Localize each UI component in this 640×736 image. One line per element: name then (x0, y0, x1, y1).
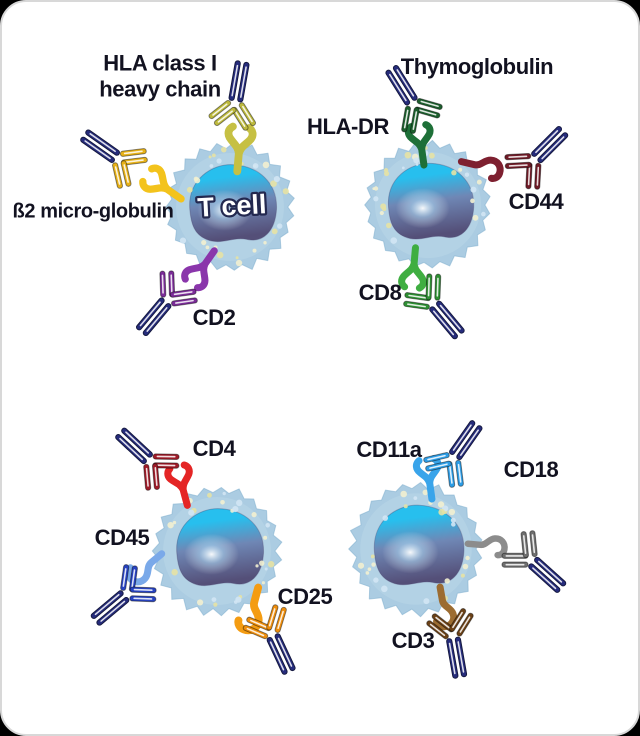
antibody-hla-class-1 (208, 60, 257, 131)
antibody-b2-micro-globulin (80, 129, 148, 189)
antibody-cd3 (426, 608, 474, 679)
antibody-hla-dr (385, 65, 443, 134)
t-cell-2 (364, 139, 491, 269)
antibody-cd11a (423, 420, 483, 488)
receptor-cd4 (164, 461, 193, 509)
receptor-hla-class-1 (224, 122, 257, 176)
t-cell-1: T cell (165, 141, 295, 271)
t-cell-label: T cell (197, 189, 268, 223)
antibody-cd18 (501, 530, 567, 593)
antibody-cd45 (90, 564, 157, 626)
receptor-cd18 (464, 535, 508, 559)
receptor-cd8 (398, 244, 427, 292)
antibody-cd8 (403, 273, 465, 340)
antibody-cd44 (504, 126, 569, 190)
t-cell-3 (151, 487, 283, 617)
receptor-b2-micro-globulin (139, 164, 185, 203)
receptor-hla-dr (404, 121, 434, 169)
receptor-cd2 (181, 247, 218, 292)
antibody-cd2 (136, 270, 198, 337)
receptor-cd45 (124, 550, 166, 586)
t-cell-4 (348, 482, 483, 618)
receptor-cd44 (457, 156, 504, 182)
receptor-cd3 (433, 583, 458, 631)
antibody-cd25 (242, 604, 296, 675)
antibody-cd4 (115, 427, 180, 491)
receptor-cd25 (234, 583, 263, 635)
